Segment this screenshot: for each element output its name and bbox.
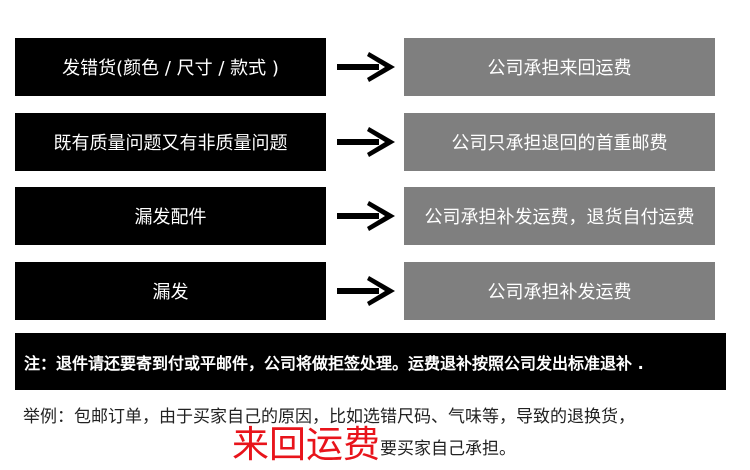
result-label: 公司承担补发运费 <box>487 282 632 303</box>
issue-box: 既有质量问题又有非质量问题 <box>15 113 326 171</box>
result-label: 公司承担补发运费，退货自付运费 <box>424 207 695 228</box>
result-box: 公司承担补发运费 <box>404 262 715 320</box>
policy-row-wrong-item: 发错货(颜色 / 尺寸 / 款式 ) 公司承担来回运费 <box>0 38 750 96</box>
arrow-right-icon <box>337 276 395 306</box>
notice-text: 注：退件请还要寄到付或平邮件，公司将做拒签处理。运费退补按照公司发出标准退补 . <box>24 353 644 373</box>
conclusion-line: 来回运费 要买家自己承担。 <box>232 423 516 467</box>
issue-label: 漏发配件 <box>134 207 207 228</box>
result-box: 公司承担补发运费，退货自付运费 <box>404 187 715 245</box>
issue-box: 漏发配件 <box>15 187 326 245</box>
issue-box: 发错货(颜色 / 尺寸 / 款式 ) <box>15 38 326 96</box>
policy-row-missing-item: 漏发 公司承担补发运费 <box>0 262 750 320</box>
issue-box: 漏发 <box>15 262 326 320</box>
policy-row-mixed-quality: 既有质量问题又有非质量问题 公司只承担退回的首重邮费 <box>0 113 750 171</box>
notice-bar: 注：退件请还要寄到付或平邮件，公司将做拒签处理。运费退补按照公司发出标准退补 . <box>15 333 726 390</box>
arrow-right-icon <box>337 127 395 157</box>
arrow-right-icon <box>337 52 395 82</box>
arrow-right-icon <box>337 201 395 231</box>
issue-label: 既有质量问题又有非质量问题 <box>53 133 288 154</box>
policy-row-missing-accessory: 漏发配件 公司承担补发运费，退货自付运费 <box>0 187 750 245</box>
result-box: 公司只承担退回的首重邮费 <box>404 113 715 171</box>
result-label: 公司承担来回运费 <box>487 58 632 79</box>
issue-label: 漏发 <box>152 282 189 303</box>
result-box: 公司承担来回运费 <box>404 38 715 96</box>
highlight-text: 来回运费 <box>232 423 380 466</box>
issue-label: 发错货(颜色 / 尺寸 / 款式 ) <box>62 58 279 79</box>
example-text: 举例：包邮订单，由于买家自己的原因，比如选错尺码、气味等，导致的退换货， <box>23 407 635 427</box>
conclusion-text: 要买家自己承担。 <box>380 439 516 459</box>
result-label: 公司只承担退回的首重邮费 <box>451 133 668 154</box>
